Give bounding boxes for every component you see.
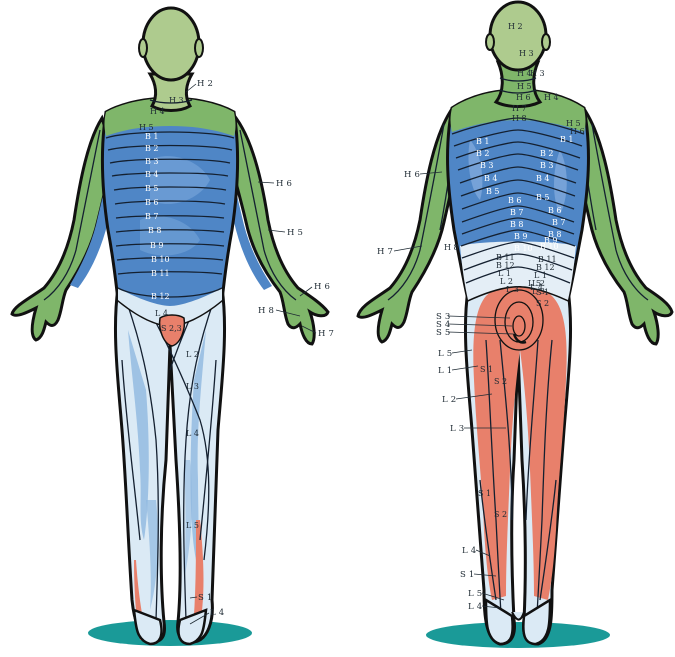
front-label: B 12: [151, 292, 170, 301]
front-label: B 5: [145, 184, 159, 193]
back-label: S 1: [460, 570, 475, 580]
back-figure: [358, 2, 672, 648]
back-label: L 4: [462, 546, 476, 556]
front-head: [143, 8, 199, 80]
back-label: L 2: [442, 395, 456, 405]
front-label: B 11: [151, 269, 170, 278]
back-label: H 2: [508, 22, 523, 31]
back-label: L 3: [450, 424, 464, 434]
back-label: H 7: [512, 104, 527, 113]
front-label: H 5: [139, 123, 154, 132]
back-label: B 1: [560, 135, 574, 144]
back-label: S 5: [436, 328, 451, 338]
back-label: L 5: [528, 279, 541, 288]
back-label: B 5: [486, 187, 500, 196]
back-label: L 5: [438, 349, 452, 359]
back-label: L 4: [468, 602, 482, 612]
back-label: H 4: [544, 93, 559, 102]
back-label: B 4: [484, 174, 498, 183]
back-label: B 7: [552, 218, 566, 227]
back-label: H 3: [519, 49, 534, 58]
front-label: B 3: [145, 157, 159, 166]
front-label: H 3: [169, 96, 184, 105]
back-label: B 7: [510, 208, 524, 217]
back-label: L 1: [438, 366, 452, 376]
front-label: B 10: [151, 255, 170, 264]
back-label: B 3: [480, 161, 494, 170]
front-label: H 7: [318, 329, 334, 339]
front-floor-shadow: [88, 620, 252, 646]
front-label: S 2,3: [161, 324, 182, 333]
front-label: L 3: [186, 382, 199, 391]
back-label: B 5: [536, 193, 550, 202]
front-label: L 4: [210, 608, 224, 618]
back-label: L 3: [506, 285, 519, 294]
back-label: B 2: [476, 149, 490, 158]
back-label: H 8: [444, 243, 459, 252]
front-label: H 8: [258, 306, 274, 316]
front-label: H 2: [197, 79, 213, 89]
back-label: H 8: [512, 114, 527, 123]
back-label: S 2: [494, 377, 507, 386]
front-label: S 1: [198, 593, 213, 603]
back-head: [490, 2, 546, 70]
back-floor-shadow: [426, 622, 610, 648]
back-label: B 6: [508, 196, 522, 205]
front-label: H 6: [276, 179, 292, 189]
front-label: B 2: [145, 144, 159, 153]
front-label: L 2: [186, 350, 199, 359]
back-label: H 6: [404, 170, 420, 180]
front-label: B 4: [145, 170, 159, 179]
back-label: S 1: [478, 489, 491, 498]
back-label: B 6: [548, 206, 562, 215]
back-label: B 2: [540, 149, 554, 158]
front-label: H 4: [150, 107, 165, 116]
front-label: B 1: [145, 132, 159, 141]
back-label: B 8: [510, 220, 524, 229]
back-label: H 7: [377, 247, 393, 257]
back-label: H 6: [516, 93, 531, 102]
front-label: L 4: [186, 429, 199, 438]
back-label: S 2: [536, 299, 549, 308]
front-label: L 4: [155, 309, 168, 318]
back-label: B 10: [514, 244, 533, 253]
back-left-arm: [358, 112, 460, 342]
back-label: B 9: [514, 232, 528, 241]
front-label: B 6: [145, 198, 159, 207]
back-label: B 10: [540, 242, 559, 251]
back-label: S 1: [536, 288, 549, 297]
front-label: L 5: [186, 521, 199, 530]
front-label: B 7: [145, 212, 159, 221]
back-label: B 4: [536, 174, 550, 183]
back-label: H 3: [530, 69, 545, 78]
front-label: H 5: [287, 228, 303, 238]
back-label: S 2: [494, 510, 507, 519]
front-label: B 9: [150, 241, 164, 250]
back-label: H 5: [517, 82, 532, 91]
back-label: B 3: [540, 161, 554, 170]
back-label: S 1: [480, 365, 493, 374]
back-label: B 1: [476, 137, 490, 146]
back-label: L 5: [468, 589, 482, 599]
front-label: B 8: [148, 226, 162, 235]
front-label: H 6: [314, 282, 330, 292]
